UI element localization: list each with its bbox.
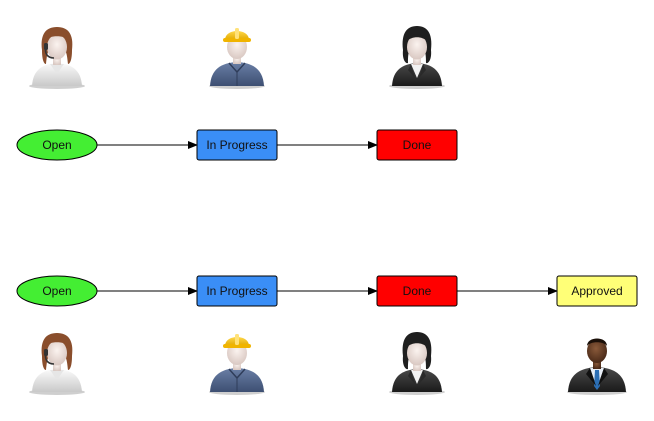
workflow-node[interactable]: Approved [556, 275, 638, 307]
node-label: In Progress [206, 284, 267, 298]
workflow-node[interactable]: Done [376, 129, 458, 161]
node-label: Approved [571, 284, 622, 298]
person-icons-layer [28, 26, 627, 396]
node-shape-ellipse [16, 129, 98, 161]
support-agent-icon [28, 332, 86, 396]
construction-worker-icon [208, 27, 266, 90]
businessman-icon [567, 338, 627, 395]
workflow-node[interactable]: Open [16, 129, 98, 161]
workflow-node[interactable]: Open [16, 275, 98, 307]
edges-layer [97, 141, 558, 295]
node-label: Done [403, 284, 432, 298]
node-label: Open [42, 284, 71, 298]
node-shape-ellipse [16, 275, 98, 307]
support-agent-icon [28, 26, 86, 90]
workflow-node[interactable]: Done [376, 275, 458, 307]
businesswoman-icon [389, 26, 445, 89]
node-label: Done [403, 138, 432, 152]
node-label: Open [42, 138, 71, 152]
construction-worker-icon [208, 333, 266, 396]
workflow-node[interactable]: In Progress [196, 129, 278, 161]
businesswoman-icon [389, 332, 445, 395]
workflow-node[interactable]: In Progress [196, 275, 278, 307]
node-shape-rect [556, 275, 638, 307]
node-shape-rect [196, 275, 278, 307]
node-shape-rect [196, 129, 278, 161]
node-shape-rect [376, 275, 458, 307]
node-shape-rect [376, 129, 458, 161]
node-label: In Progress [206, 138, 267, 152]
